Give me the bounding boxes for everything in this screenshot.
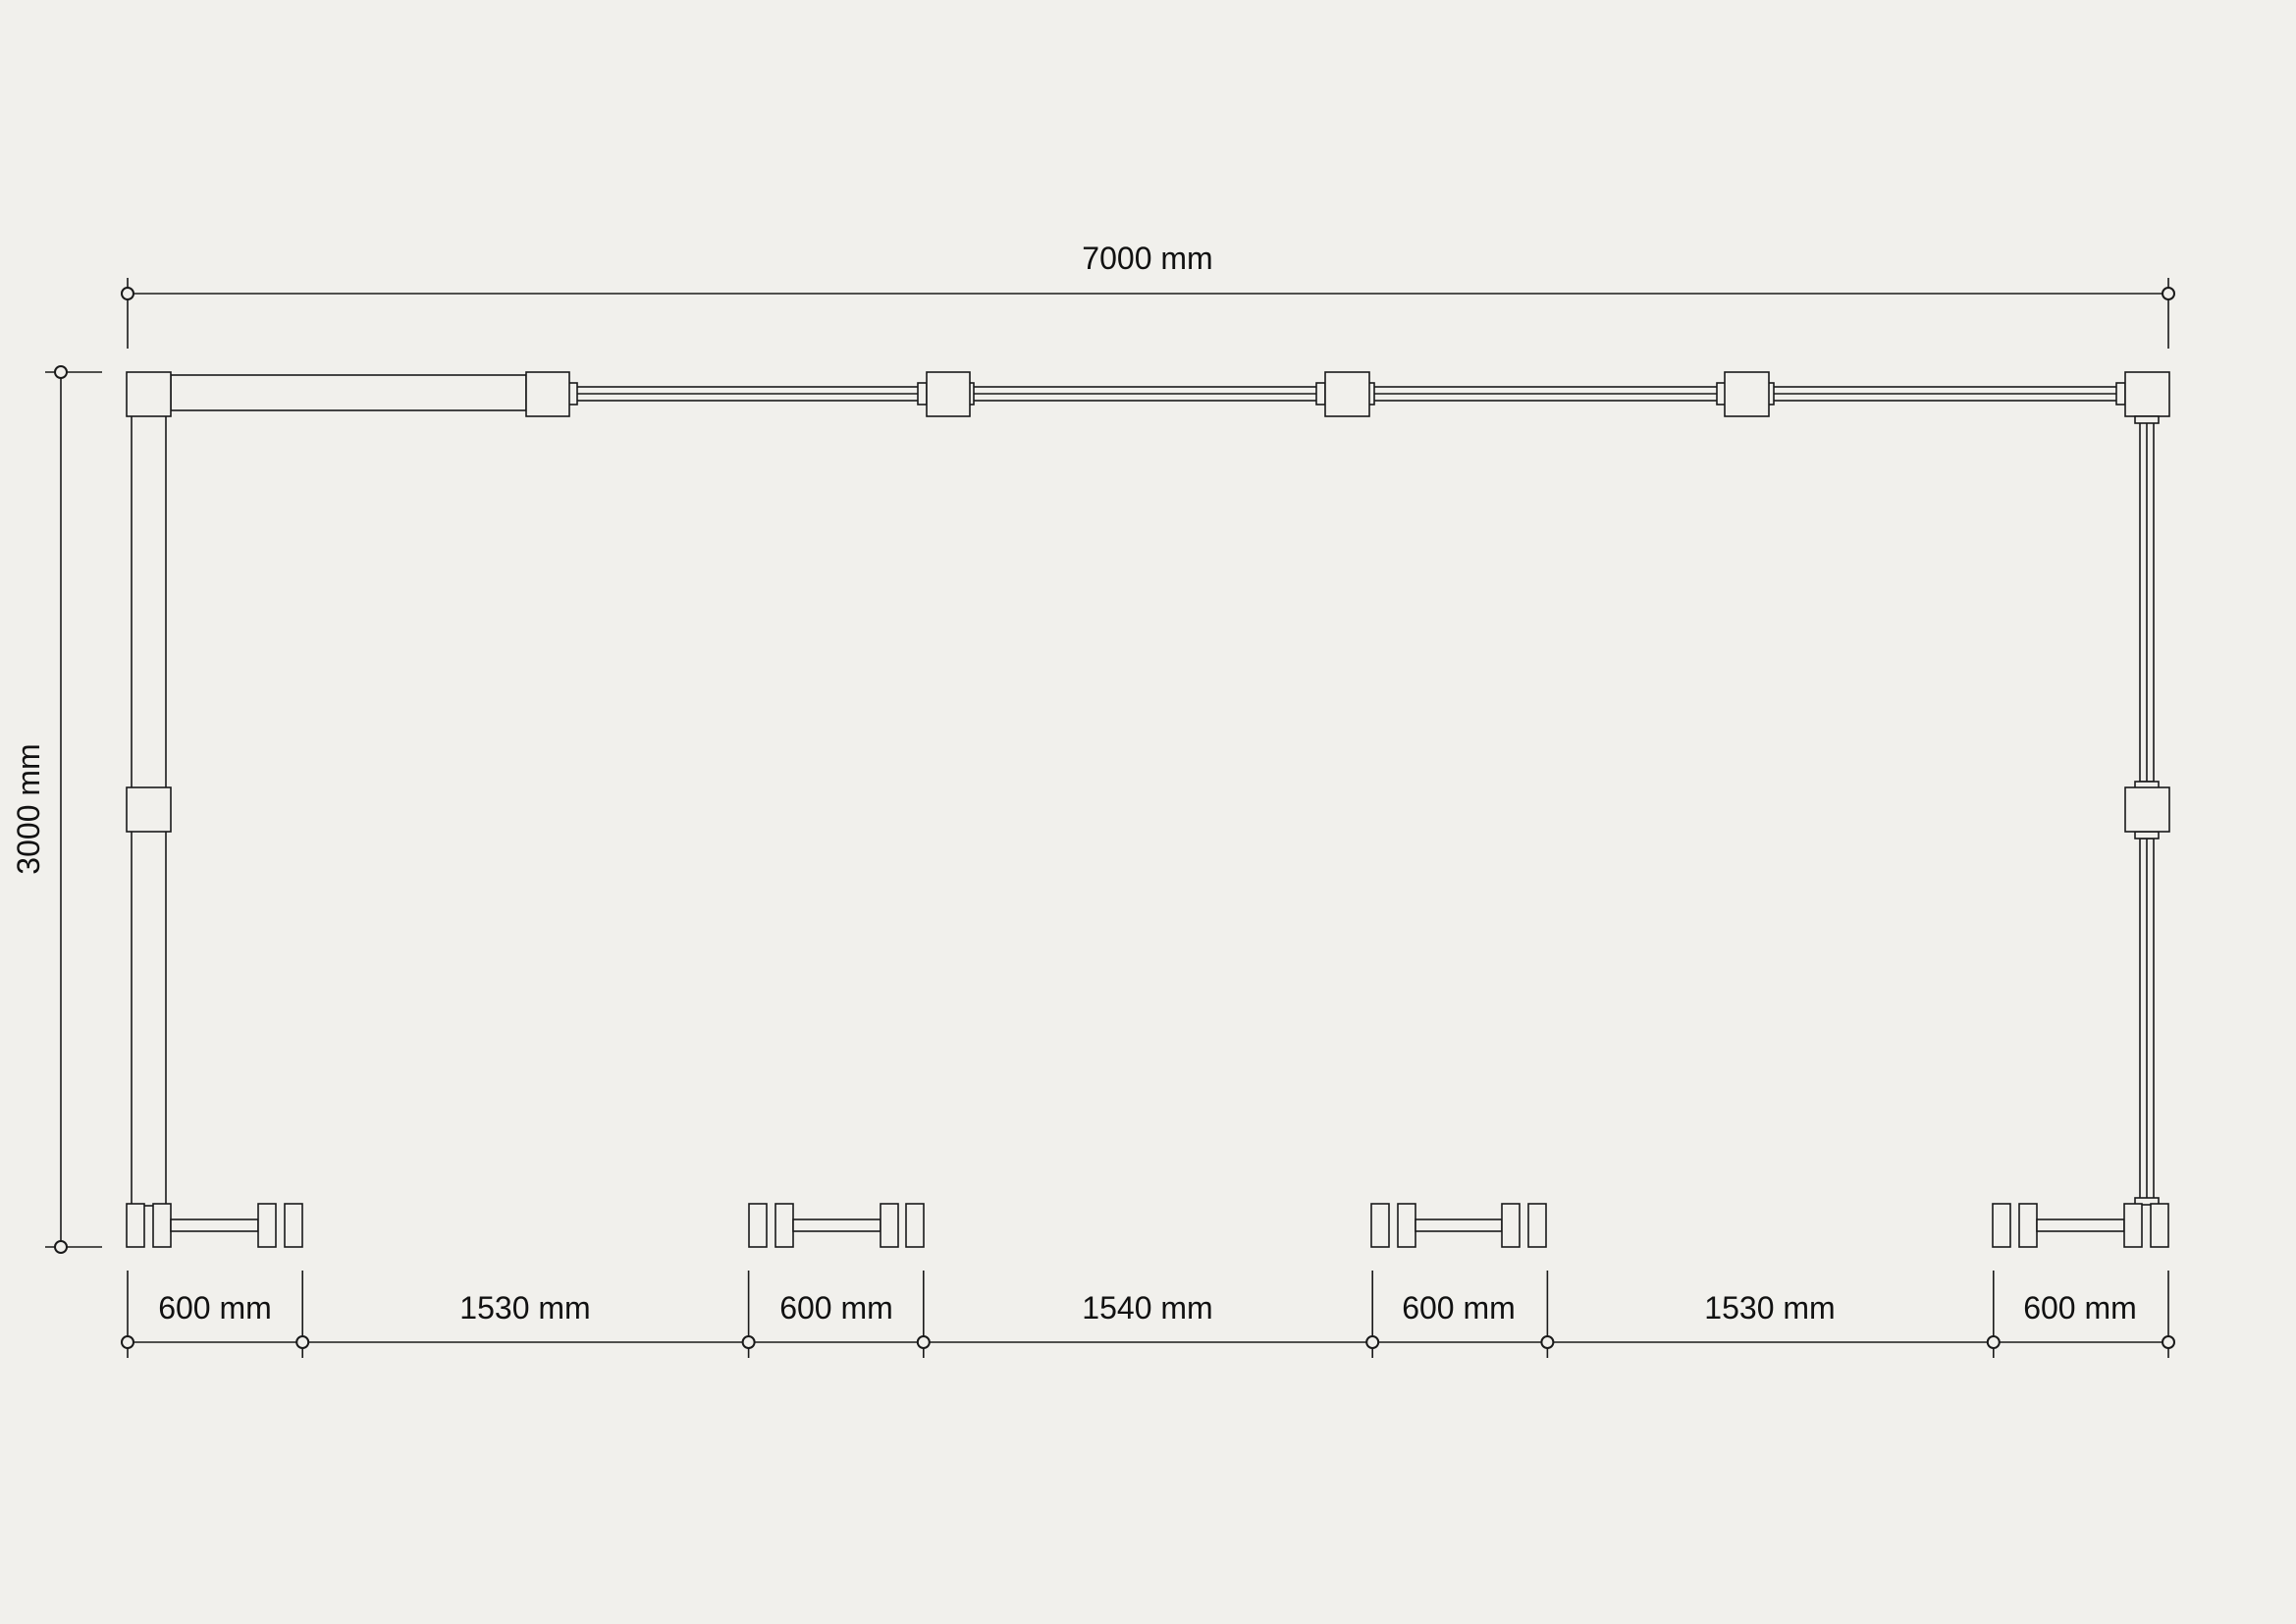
module-end-block [1527,1203,1547,1248]
segment-label: 600 mm [158,1290,272,1326]
module-end-block [774,1203,794,1248]
right-wall [2124,415,2170,1206]
segment-marker [121,1335,134,1349]
top-post-3 [1324,371,1370,417]
module-end-block [152,1203,172,1248]
top-post-4 [1724,371,1770,417]
top-post-1 [525,371,570,417]
module-end-block [284,1203,303,1248]
top-dimension: 7000 mm [121,241,2175,349]
module-end-block [1501,1203,1521,1248]
module-bar [170,1218,259,1232]
left-dimension-marker-top [54,365,68,379]
module-end-block [126,1203,145,1248]
right-connector [2134,831,2160,839]
bottom-module-1 [126,1203,303,1248]
module-end-block [905,1203,925,1248]
right-wall-post-mid [2124,786,2170,833]
segment-marker [1365,1335,1380,1349]
segment-marker [741,1335,756,1349]
module-end-block [257,1203,277,1248]
top-dimension-marker-right [2162,287,2175,300]
top-connector [917,382,928,406]
corner-post-top-left [126,371,172,417]
bottom-module-4 [1992,1203,2169,1248]
segment-marker [2162,1335,2175,1349]
module-bar [792,1218,881,1232]
module-end-block [2123,1203,2143,1248]
left-dimension-marker-bottom [54,1240,68,1254]
segment-label: 1540 mm [1082,1290,1212,1326]
module-end-block [1992,1203,2011,1248]
overall-depth-label: 3000 mm [11,743,46,874]
left-wall [126,411,172,1207]
module-end-block [880,1203,899,1248]
top-connector [1315,382,1326,406]
segment-marker [1540,1335,1555,1349]
module-end-block [2018,1203,2038,1248]
top-dimension-marker-left [121,287,134,300]
right-connector [2134,415,2160,424]
module-bar [2036,1218,2125,1232]
bottom-dimension-chain: 600 mm 1530 mm 600 mm 1540 mm 600 mm 153… [121,1271,2175,1358]
left-dimension: 3000 mm [11,365,102,1254]
corner-post-top-right [2124,371,2170,417]
bottom-dimension-ticks [121,1271,2175,1358]
module-end-block [1397,1203,1416,1248]
module-end-block [1370,1203,1390,1248]
overall-width-label: 7000 mm [1082,241,1212,276]
segment-label: 600 mm [2023,1290,2137,1326]
left-wall-post-mid [126,786,172,833]
module-end-block [2150,1203,2169,1248]
segment-label: 1530 mm [459,1290,590,1326]
segment-marker [1986,1335,2001,1349]
top-connector [2115,382,2126,406]
right-connector [2134,1197,2160,1206]
module-bar [1415,1218,1503,1232]
module-end-block [748,1203,768,1248]
bottom-module-2 [748,1203,925,1248]
top-wall [126,371,2170,417]
segment-label: 600 mm [779,1290,893,1326]
top-wall-solid-panel [170,374,527,411]
top-post-2 [926,371,971,417]
segment-label: 600 mm [1402,1290,1516,1326]
segment-label: 1530 mm [1704,1290,1835,1326]
bottom-module-3 [1370,1203,1547,1248]
segment-marker [916,1335,931,1349]
segment-marker [295,1335,310,1349]
